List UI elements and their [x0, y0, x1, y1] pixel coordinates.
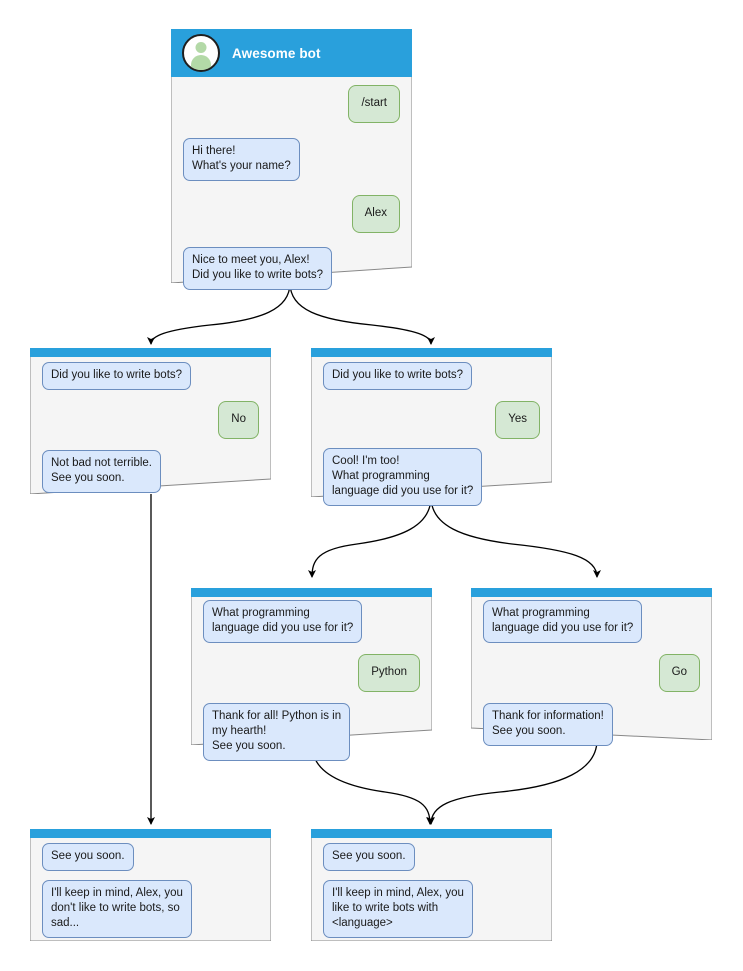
person-avatar-icon	[182, 34, 220, 72]
message-row: I'll keep in mind, Alex, you don't like …	[42, 880, 259, 938]
message-row: Did you like to write bots?	[42, 362, 259, 390]
user-message-bubble[interactable]: Go	[658, 654, 700, 692]
message-row: I'll keep in mind, Alex, you like to wri…	[323, 880, 540, 938]
node-no-branch[interactable]: Did you like to write bots? No Not bad n…	[30, 348, 271, 494]
bot-message-bubble[interactable]: What programming language did you use fo…	[203, 600, 363, 643]
node-root-content: Awesome bot /start Hi there! What's your…	[171, 29, 412, 290]
node-yes-branch-content: Did you like to write bots? Yes Cool! I'…	[311, 348, 552, 506]
message-row: No	[42, 401, 259, 439]
chat-thread-end-happy: See you soon. I'll keep in mind, Alex, y…	[311, 843, 552, 938]
bot-message-bubble[interactable]: Thank for all! Python is in my hearth! S…	[203, 703, 351, 761]
bot-header: Awesome bot	[171, 29, 412, 77]
bot-message-bubble[interactable]: Nice to meet you, Alex! Did you like to …	[183, 247, 333, 290]
node-python-branch-content: What programming language did you use fo…	[191, 588, 432, 761]
chat-thread-no: Did you like to write bots? No Not bad n…	[30, 362, 271, 493]
message-row: /start	[183, 85, 400, 123]
message-row: Thank for all! Python is in my hearth! S…	[203, 703, 420, 761]
message-row: See you soon.	[42, 843, 259, 871]
message-row: What programming language did you use fo…	[483, 600, 700, 643]
edge-root-to-yes	[289, 282, 435, 345]
user-message-bubble[interactable]: Python	[358, 654, 420, 692]
bot-message-bubble[interactable]: What programming language did you use fo…	[483, 600, 643, 643]
bot-message-bubble[interactable]: See you soon.	[323, 843, 415, 871]
message-row: Did you like to write bots?	[323, 362, 540, 390]
bot-message-bubble[interactable]: I'll keep in mind, Alex, you don't like …	[42, 880, 192, 938]
node-title-bar	[30, 829, 271, 838]
bot-title: Awesome bot	[232, 45, 321, 61]
node-end-happy[interactable]: See you soon. I'll keep in mind, Alex, y…	[311, 829, 552, 941]
message-row: Nice to meet you, Alex! Did you like to …	[183, 247, 400, 290]
user-message-bubble[interactable]: Alex	[351, 195, 400, 233]
message-row: Python	[203, 654, 420, 692]
node-end-sad[interactable]: See you soon. I'll keep in mind, Alex, y…	[30, 829, 271, 941]
bot-message-bubble[interactable]: I'll keep in mind, Alex, you like to wri…	[323, 880, 473, 938]
edge-go-to-end-happy	[427, 739, 598, 825]
node-end-happy-content: See you soon. I'll keep in mind, Alex, y…	[311, 829, 552, 941]
bot-message-bubble[interactable]: Not bad not terrible. See you soon.	[42, 450, 162, 493]
node-yes-branch[interactable]: Did you like to write bots? Yes Cool! I'…	[311, 348, 552, 506]
message-row: What programming language did you use fo…	[203, 600, 420, 643]
node-title-bar	[191, 588, 432, 597]
message-row: Not bad not terrible. See you soon.	[42, 450, 259, 493]
message-row: Hi there! What's your name?	[183, 138, 400, 181]
bot-message-bubble[interactable]: Cool! I'm too! What programming language…	[323, 448, 483, 506]
user-message-bubble[interactable]: Yes	[495, 401, 540, 439]
bot-message-bubble[interactable]: Hi there! What's your name?	[183, 138, 300, 181]
edge-yes-to-python	[308, 496, 432, 578]
avatar-body	[191, 55, 211, 70]
avatar-head	[195, 42, 207, 53]
user-message-bubble[interactable]: No	[218, 401, 259, 439]
user-message-bubble[interactable]: /start	[348, 85, 400, 123]
chat-thread-yes: Did you like to write bots? Yes Cool! I'…	[311, 362, 552, 506]
message-row: Cool! I'm too! What programming language…	[323, 448, 540, 506]
chat-thread-python: What programming language did you use fo…	[191, 600, 432, 761]
bot-message-bubble[interactable]: Thank for information! See you soon.	[483, 703, 613, 746]
bot-message-bubble[interactable]: Did you like to write bots?	[42, 362, 192, 390]
edge-yes-to-go	[430, 496, 601, 578]
chat-thread-end-sad: See you soon. I'll keep in mind, Alex, y…	[30, 843, 271, 938]
message-row: Thank for information! See you soon.	[483, 703, 700, 746]
chat-thread-root: /start Hi there! What's your name? Alex …	[171, 85, 412, 290]
bot-message-bubble[interactable]: See you soon.	[42, 843, 134, 871]
node-go-branch[interactable]: What programming language did you use fo…	[471, 588, 712, 746]
node-title-bar	[311, 829, 552, 838]
edge-root-to-no	[147, 282, 291, 345]
node-title-bar	[30, 348, 271, 357]
message-row: Alex	[183, 195, 400, 233]
message-row: Go	[483, 654, 700, 692]
chat-thread-go: What programming language did you use fo…	[471, 600, 712, 746]
node-root[interactable]: Awesome bot /start Hi there! What's your…	[171, 29, 412, 290]
node-title-bar	[311, 348, 552, 357]
message-row: Yes	[323, 401, 540, 439]
node-go-branch-content: What programming language did you use fo…	[471, 588, 712, 746]
node-end-sad-content: See you soon. I'll keep in mind, Alex, y…	[30, 829, 271, 941]
node-python-branch[interactable]: What programming language did you use fo…	[191, 588, 432, 761]
node-no-branch-content: Did you like to write bots? No Not bad n…	[30, 348, 271, 494]
bot-message-bubble[interactable]: Did you like to write bots?	[323, 362, 473, 390]
node-title-bar	[471, 588, 712, 597]
message-row: See you soon.	[323, 843, 540, 871]
